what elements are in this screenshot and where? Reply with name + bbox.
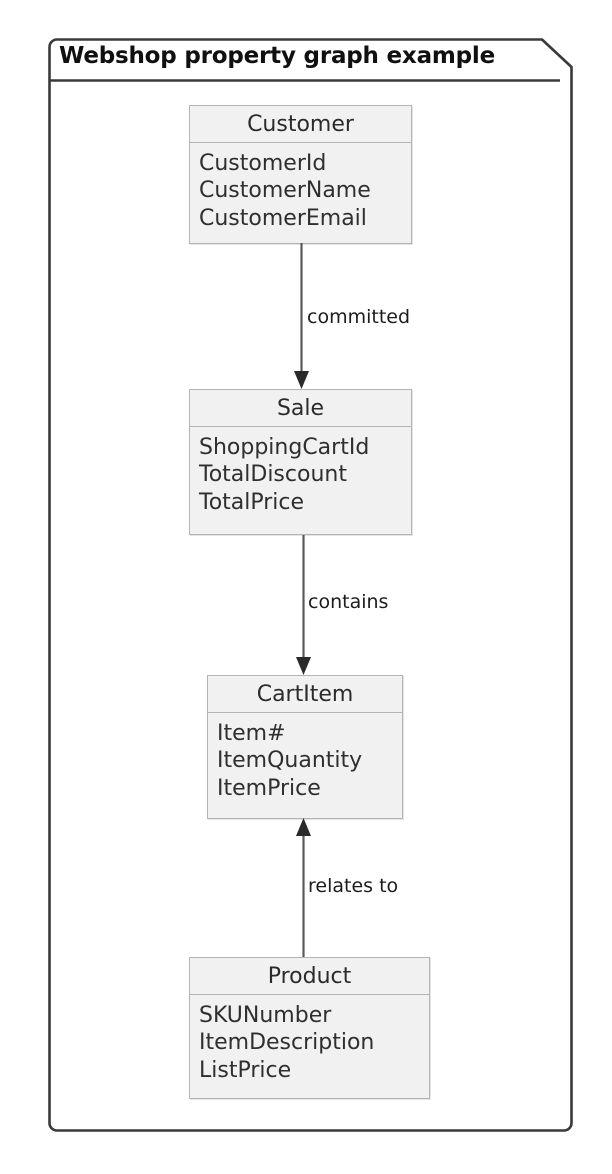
entity-customer[interactable]: Customer CustomerId CustomerName Custome…	[189, 105, 412, 244]
edge-label-contains: contains	[308, 591, 389, 613]
attribute-row: ItemPrice	[217, 775, 321, 801]
entity-cartitem-title: CartItem	[208, 676, 402, 713]
attribute-row: TotalDiscount	[199, 462, 347, 488]
entity-product[interactable]: Product SKUNumber ItemDescription ListPr…	[189, 957, 430, 1099]
attribute-row: ShoppingCartId	[199, 435, 370, 460]
edge-sale-cartitem	[296, 535, 311, 675]
entity-cartitem[interactable]: CartItem Item# ItemQuantity ItemPrice	[207, 675, 403, 819]
edge-customer-sale	[294, 243, 309, 389]
frame-body	[48, 38, 573, 1132]
attribute-row: ItemDescription	[199, 1030, 375, 1056]
attribute-row: CustomerEmail	[199, 205, 367, 231]
entity-customer-title: Customer	[190, 106, 411, 143]
edge-label-committed: committed	[307, 306, 411, 328]
edge-label-relates-to: relates to	[308, 875, 399, 897]
entity-sale-title: Sale	[190, 390, 411, 427]
package-title: Webshop property graph example	[59, 43, 495, 69]
attribute-row: CustomerName	[199, 178, 371, 204]
attribute-row: CustomerId	[199, 151, 327, 176]
package-frame: Webshop property graph example	[47, 37, 574, 1133]
attribute-row: ListPrice	[199, 1057, 292, 1083]
entity-cartitem-attributes: Item# ItemQuantity ItemPrice	[208, 713, 402, 811]
attribute-row: SKUNumber	[199, 1003, 332, 1028]
attribute-row: TotalPrice	[199, 489, 305, 515]
entity-product-title: Product	[190, 958, 429, 995]
entity-product-attributes: SKUNumber ItemDescription ListPrice	[190, 995, 429, 1093]
entity-customer-attributes: CustomerId CustomerName CustomerEmail	[190, 143, 411, 241]
entity-sale[interactable]: Sale ShoppingCartId TotalDiscount TotalP…	[189, 389, 412, 535]
attribute-row: ItemQuantity	[217, 748, 363, 774]
entity-sale-attributes: ShoppingCartId TotalDiscount TotalPrice	[190, 427, 411, 525]
attribute-row: Item#	[217, 721, 286, 746]
edge-product-cartitem	[296, 818, 311, 958]
package-frame-outline	[48, 38, 573, 1132]
